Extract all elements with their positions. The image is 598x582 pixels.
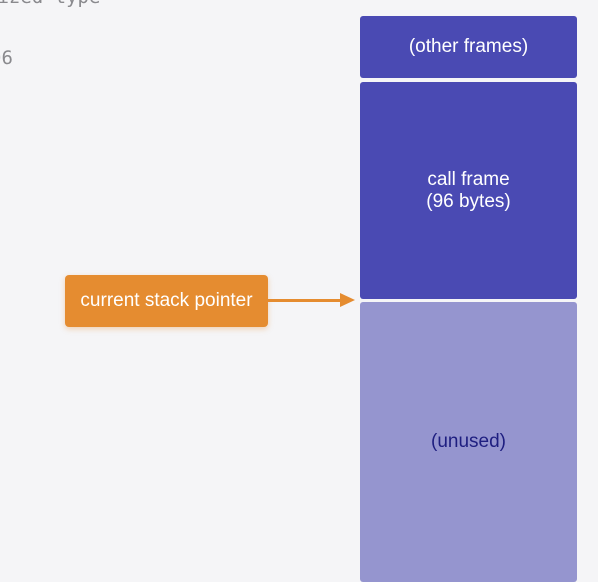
arrow-right-icon <box>340 293 355 307</box>
stack-pointer-label-box: current stack pointer <box>65 275 268 327</box>
other-frames-label: (other frames) <box>408 36 529 57</box>
unused-label: (unused) <box>431 431 506 452</box>
code-snippet-line: sized type <box>0 0 100 8</box>
call-frame-label: call frame <box>427 168 510 190</box>
stack-block-unused: (unused) <box>360 302 577 582</box>
stack-pointer-arrow-shaft <box>268 299 344 302</box>
code-snippet-value: 96 <box>0 47 13 69</box>
stack-block-other-frames: (other frames) <box>360 16 577 78</box>
stack-pointer-label: current stack pointer <box>80 290 253 311</box>
stack-block-call-frame: call frame (96 bytes) <box>360 82 577 299</box>
call-frame-size-label: (96 bytes) <box>426 190 511 212</box>
